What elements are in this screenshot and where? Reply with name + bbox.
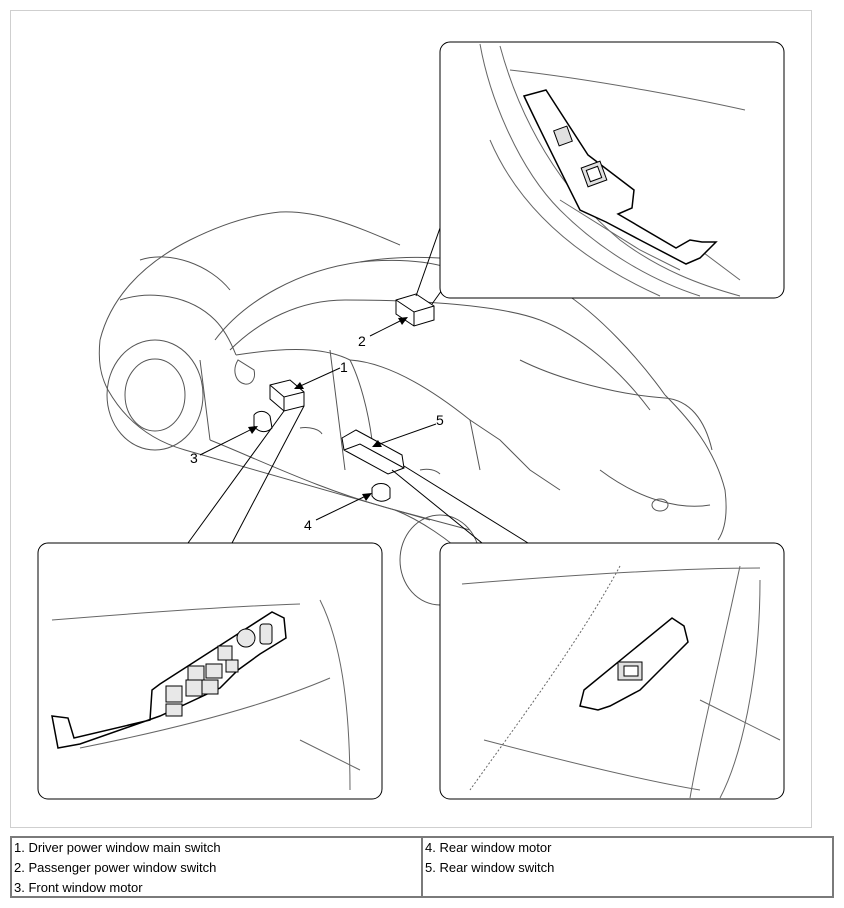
legend-column-right: 4. Rear window motor 5. Rear window swit… xyxy=(421,838,832,896)
callout-4: 4 xyxy=(304,517,312,533)
detail-panel-driver-main-switch xyxy=(37,542,383,800)
detail-panel-rear-switch xyxy=(439,542,785,800)
callout-3: 3 xyxy=(190,450,198,466)
leader-lines xyxy=(199,317,437,521)
panel-connectors xyxy=(187,227,529,544)
callout-5: 5 xyxy=(436,412,444,428)
legend-item-4: 4. Rear window motor xyxy=(425,840,552,855)
callout-1: 1 xyxy=(340,359,348,375)
component-markers xyxy=(253,293,435,502)
legend-item-2: 2. Passenger power window switch xyxy=(14,860,217,875)
callout-2: 2 xyxy=(358,333,366,349)
legend-item-5: 5. Rear window switch xyxy=(425,860,555,875)
car-outline xyxy=(98,211,727,606)
detail-panel-passenger-switch xyxy=(439,41,785,299)
legend-table: 1. Driver power window main switch 2. Pa… xyxy=(10,836,834,898)
legend-item-3: 3. Front window motor xyxy=(14,880,143,895)
component-location-illustration: 1 2 3 4 5 xyxy=(37,41,785,800)
diagram-frame xyxy=(10,10,812,828)
legend-item-1: 1. Driver power window main switch xyxy=(14,840,221,855)
arrowheads xyxy=(248,317,408,501)
legend-column-left: 1. Driver power window main switch 2. Pa… xyxy=(12,838,421,896)
